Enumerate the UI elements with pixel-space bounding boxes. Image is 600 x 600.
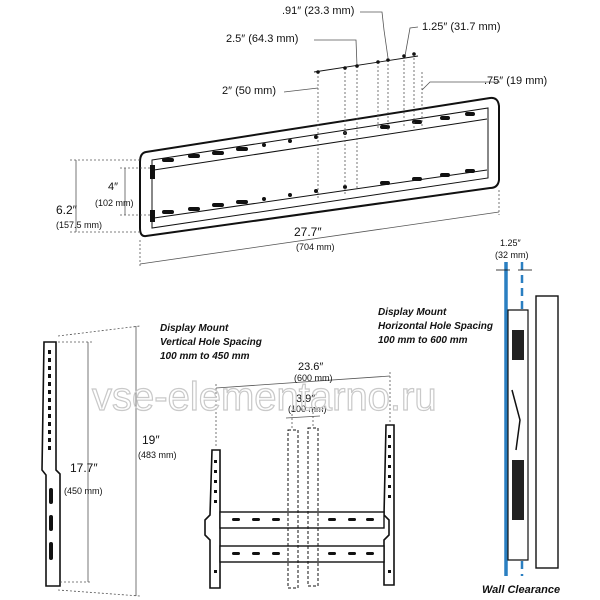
wall-clearance-view	[496, 262, 559, 576]
label-277-mm: (704 mm)	[296, 242, 335, 252]
label-4-mm: (102 mm)	[95, 198, 134, 208]
vertical-caption-2: Vertical Hole Spacing	[160, 337, 262, 348]
label-236-mm: (600 mm)	[294, 373, 333, 383]
horizontal-caption-3: 100 mm to 600 mm	[378, 335, 468, 346]
label-62: 6.2″	[56, 203, 78, 217]
label-39-mm: (100 mm)	[288, 404, 327, 414]
label-4: 4″	[108, 181, 118, 193]
label-2: 2″ (50 mm)	[222, 85, 276, 97]
vertical-caption-3: 100 mm to 450 mm	[160, 351, 250, 362]
left-dimension-lines	[57, 325, 141, 597]
wall-plate	[139, 96, 500, 238]
label-177-mm: (450 mm)	[64, 486, 103, 496]
label-clearance-125: 1.25″	[500, 238, 522, 248]
vertical-caption-1: Display Mount	[160, 323, 229, 334]
middle-dimension-lines	[215, 372, 391, 448]
vertical-rail	[41, 341, 61, 587]
label-125: 1.25″ (31.7 mm)	[422, 21, 500, 33]
label-19-mm: (483 mm)	[138, 450, 177, 460]
top-dimension-dots	[316, 52, 416, 74]
label-19: 19″	[142, 433, 160, 447]
label-clearance-125-mm: (32 mm)	[495, 250, 529, 260]
label-62-mm: (157.5 mm)	[56, 220, 102, 230]
label-236: 23.6″	[298, 361, 323, 373]
label-39: 3.9″	[296, 393, 315, 405]
top-dimension-lines	[70, 11, 500, 268]
label-075: .75″ (19 mm)	[484, 75, 547, 87]
horizontal-caption-2: Horizontal Hole Spacing	[378, 321, 493, 332]
display-side	[535, 295, 559, 569]
horizontal-caption-1: Display Mount	[378, 307, 447, 318]
label-091: .91″ (23.3 mm)	[282, 5, 354, 17]
front-bracket	[204, 424, 395, 589]
label-277: 27.7″	[294, 225, 322, 239]
label-25: 2.5″ (64.3 mm)	[226, 33, 298, 45]
wall-clearance-caption: Wall Clearance	[482, 584, 560, 596]
watermark: vse-elementarno.ru	[92, 375, 437, 419]
label-177: 17.7″	[70, 461, 98, 475]
